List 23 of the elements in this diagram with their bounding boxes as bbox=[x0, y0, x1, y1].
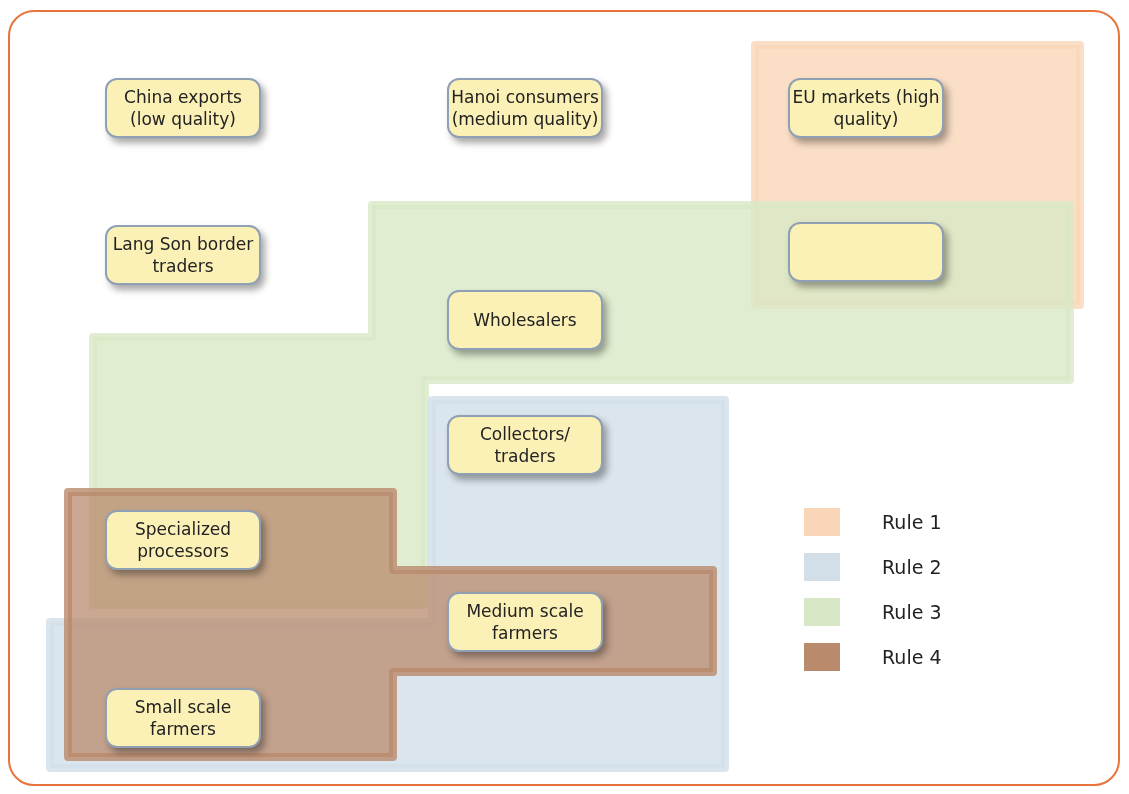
actor-box bbox=[447, 415, 603, 475]
actor-box bbox=[105, 510, 261, 570]
actor-box bbox=[105, 688, 261, 748]
legend-label: Rule 3 bbox=[882, 600, 942, 625]
node-label: Medium scale farmers bbox=[465, 600, 585, 644]
node-label: Specialized processors bbox=[133, 518, 233, 562]
actor-box bbox=[105, 78, 261, 138]
legend-label: Rule 1 bbox=[882, 510, 942, 535]
node-label: Collectors/ traders bbox=[478, 423, 572, 467]
company-box bbox=[788, 222, 944, 282]
node-label: Hanoi consumers (medium quality) bbox=[450, 86, 600, 130]
node-label: Small scale farmers bbox=[133, 696, 233, 740]
legend-label: Rule 2 bbox=[882, 555, 942, 580]
actor-box bbox=[788, 78, 944, 138]
legend-label: Rule 4 bbox=[882, 645, 942, 670]
node-label: Lang Son border traders bbox=[111, 233, 255, 277]
node-label: China exports (low quality) bbox=[123, 86, 243, 130]
actor-box bbox=[447, 78, 603, 138]
node-label: EU markets (high quality) bbox=[791, 86, 941, 130]
actor-box bbox=[105, 225, 261, 285]
actor-box bbox=[447, 290, 603, 350]
node-label: Wholesalers bbox=[473, 309, 577, 331]
actor-box bbox=[447, 592, 603, 652]
